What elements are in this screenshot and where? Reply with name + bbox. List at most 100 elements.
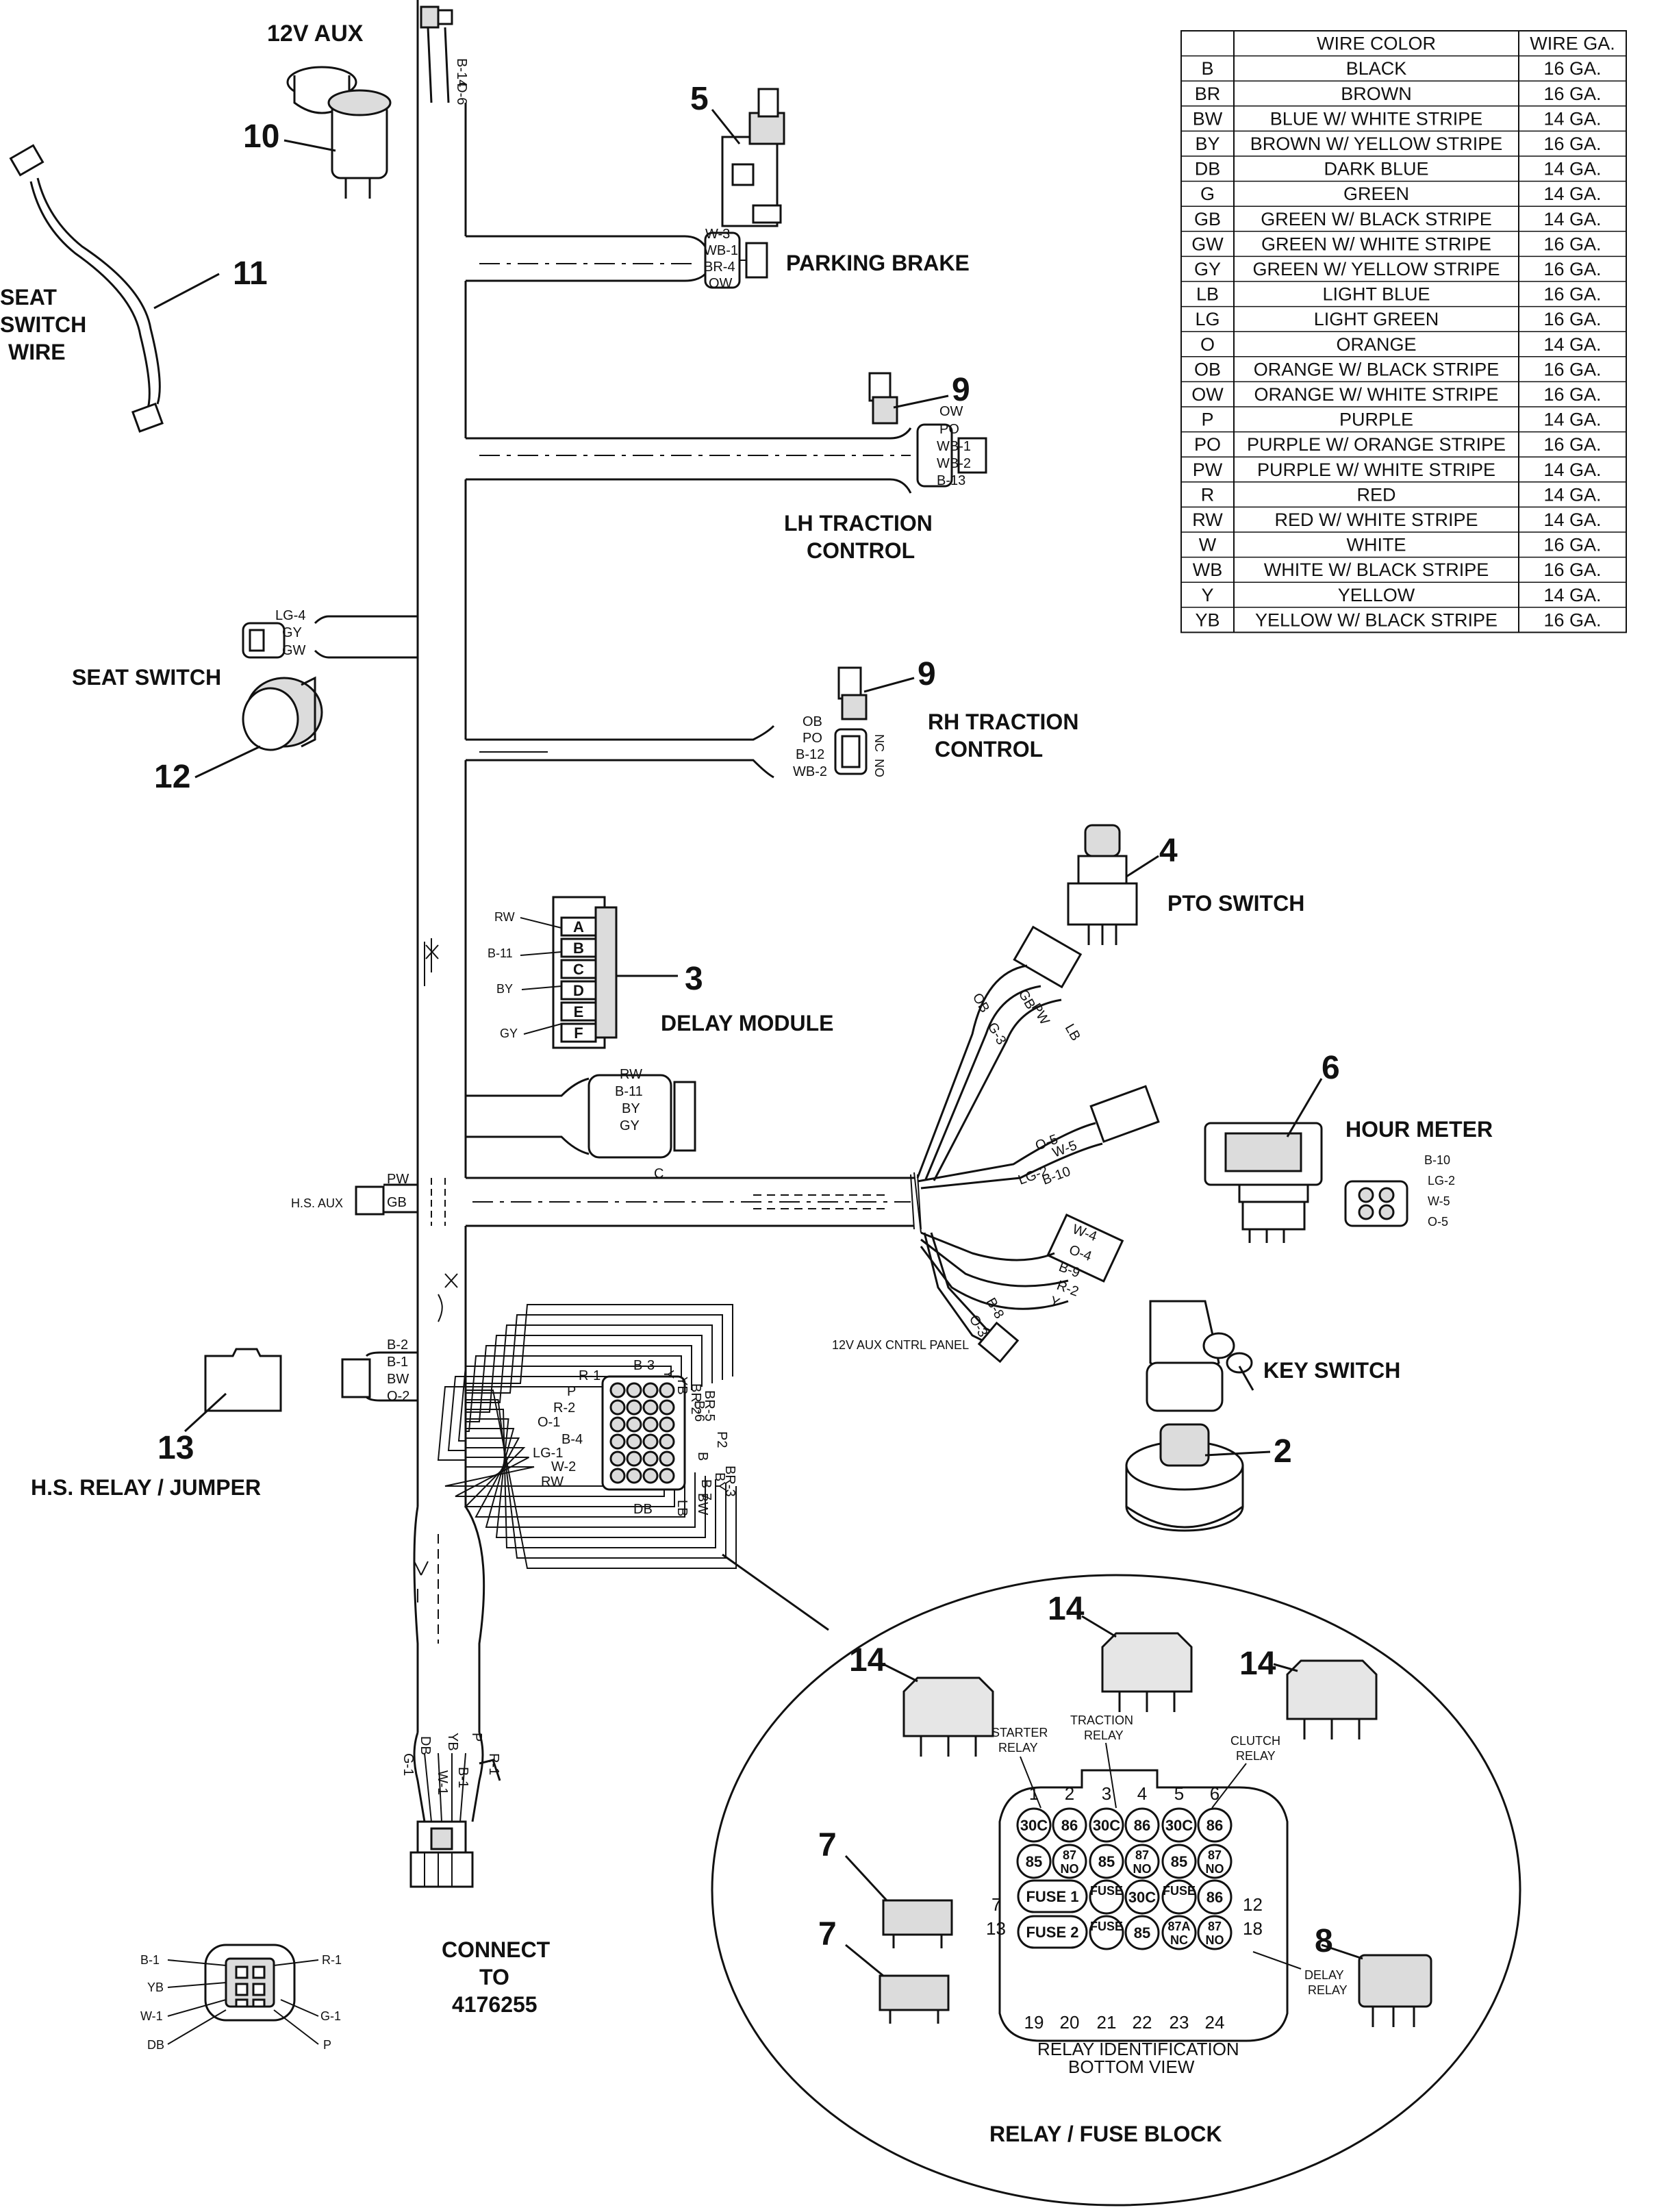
block-top-number: 4 bbox=[1137, 1783, 1147, 1804]
table-cell-gauge: 16 GA. bbox=[1543, 234, 1601, 254]
delay-pin-label: A bbox=[573, 918, 584, 935]
lh-wire-b13: B-13 bbox=[937, 473, 965, 488]
delay-pin bbox=[560, 959, 597, 979]
lh-traction-component: 9 OW PO WB-1 WB-2 B-13 LH TRACTION CONTR… bbox=[466, 372, 987, 563]
block-terminal-label: NO bbox=[1061, 1862, 1079, 1876]
block-terminal-label: FUSE bbox=[1090, 1884, 1123, 1898]
block-terminal-label: NO bbox=[1206, 1933, 1224, 1947]
plug-pin bbox=[642, 1450, 659, 1467]
bh-wire-b1: B-1 bbox=[455, 1767, 470, 1788]
hs-aux-wire-gb: GB bbox=[387, 1195, 407, 1210]
table-cell-color: GREEN bbox=[1343, 184, 1409, 204]
end-wire-db: DB bbox=[147, 2038, 164, 2052]
bh-wire-yb: YB bbox=[445, 1733, 460, 1751]
plug-pin bbox=[659, 1450, 675, 1467]
view-label-2: BOTTOM VIEW bbox=[1068, 2057, 1195, 2077]
relay-body bbox=[1286, 1659, 1378, 1720]
table-cell-gauge: 14 GA. bbox=[1543, 184, 1601, 204]
bh-wire-g1: G-1 bbox=[401, 1753, 416, 1776]
plug-top-wire: B-3 bbox=[633, 1358, 655, 1373]
rh-wire-po: PO bbox=[803, 731, 822, 746]
block-terminal bbox=[1124, 1844, 1160, 1879]
relay-number: 14 bbox=[1239, 1646, 1276, 1682]
pb-wire-ow: OW bbox=[709, 276, 733, 291]
aux-12v-number: 10 bbox=[243, 118, 279, 155]
block-terminal-label: 87 bbox=[1063, 1848, 1076, 1862]
table-cell-code: GB bbox=[1194, 209, 1221, 229]
plug-left-wire: P bbox=[567, 1384, 576, 1399]
table-cell-code: PW bbox=[1193, 460, 1223, 480]
block-terminal bbox=[1089, 1844, 1124, 1879]
table-cell-gauge: 16 GA. bbox=[1543, 134, 1601, 154]
plug-right-wire: BR-3 bbox=[722, 1466, 737, 1497]
key-switch-label: KEY SWITCH bbox=[1263, 1358, 1400, 1383]
table-cell-gauge: 16 GA. bbox=[1543, 535, 1601, 555]
lh-wire-po: PO bbox=[939, 422, 959, 437]
block-terminal bbox=[1161, 1879, 1197, 1915]
pto-wire-ob: OB bbox=[970, 991, 993, 1016]
block-top-number: 6 bbox=[1210, 1783, 1220, 1804]
pto-wire-lb: LB bbox=[1062, 1022, 1083, 1044]
block-terminal bbox=[1197, 1879, 1233, 1915]
table-cell-gauge: 14 GA. bbox=[1543, 585, 1601, 605]
seat-switch-component: LG-4 GY GW SEAT SWITCH 12 bbox=[72, 608, 418, 795]
table-cell-code: Y bbox=[1201, 585, 1213, 605]
plug-right-wire: B bbox=[695, 1452, 710, 1461]
main-plug-component: R-1PR-2O-1B-4LG-1W-2RWDBB-3YYBBR-2BR-5B-… bbox=[437, 1304, 829, 1631]
delay-harness-b11: B-11 bbox=[615, 1084, 643, 1099]
table-cell-code: OB bbox=[1194, 359, 1221, 379]
table-cell-color: ORANGE W/ BLACK STRIPE bbox=[1254, 359, 1500, 379]
block-terminal-label: 86 bbox=[1134, 1817, 1150, 1834]
table-cell-color: GREEN W/ YELLOW STRIPE bbox=[1252, 259, 1500, 279]
table-cell-gauge: 16 GA. bbox=[1543, 434, 1601, 455]
table-cell-color: WHITE W/ BLACK STRIPE bbox=[1264, 560, 1489, 580]
plug-right-wire: B-6 bbox=[692, 1400, 707, 1422]
hm-plug-lg2: LG-2 bbox=[1428, 1174, 1455, 1187]
seat-switch-wire-label-2: SWITCH bbox=[0, 312, 86, 337]
hm-plug-w5: W-5 bbox=[1428, 1194, 1450, 1208]
plug-pin bbox=[609, 1433, 626, 1450]
table-cell-gauge: 16 GA. bbox=[1543, 84, 1601, 104]
block-terminal-label: 85 bbox=[1098, 1853, 1115, 1870]
hour-meter-component: 6 HOUR METER O-5 W-5 LG-2 B-10 B-10 LG-2… bbox=[917, 1050, 1493, 1243]
delay-pin bbox=[560, 938, 597, 958]
table-cell-gauge: 14 GA. bbox=[1543, 510, 1601, 530]
delay-wire-gy: GY bbox=[500, 1027, 518, 1040]
seat-wire-gw: GW bbox=[282, 643, 306, 658]
table-cell-code: P bbox=[1201, 410, 1213, 430]
bottom-harness-component: G-1 DB W-1 YB B-1 P R-1 CONNECT TO 41762… bbox=[401, 1732, 551, 2017]
plug-pin bbox=[626, 1399, 642, 1416]
block-terminal-label: 30C bbox=[1020, 1817, 1048, 1834]
table-cell-color: BLACK bbox=[1346, 58, 1407, 79]
table-cell-gauge: 14 GA. bbox=[1543, 410, 1601, 430]
block-side-number: 12 bbox=[1243, 1894, 1263, 1915]
table-cell-color: BLUE W/ WHITE STRIPE bbox=[1270, 108, 1483, 129]
table-cell-color: LIGHT BLUE bbox=[1322, 284, 1430, 305]
plug-left-wire: B-4 bbox=[561, 1432, 583, 1447]
hs-relay-wire-b1: B-1 bbox=[387, 1355, 408, 1370]
table-cell-code: YB bbox=[1195, 609, 1220, 630]
block-terminal-label: 85 bbox=[1171, 1853, 1187, 1870]
block-top-number: 2 bbox=[1065, 1783, 1074, 1804]
hs-aux-wire-pw: PW bbox=[387, 1172, 409, 1187]
plug-left-wire: R-1 bbox=[579, 1368, 601, 1383]
aux-cntrl-label: 12V AUX CNTRL PANEL bbox=[832, 1338, 969, 1352]
delay-pin-c: C bbox=[654, 1166, 664, 1181]
block-terminal-label: 87A bbox=[1167, 1920, 1190, 1933]
table-cell-code: O bbox=[1200, 334, 1215, 355]
lh-wire-wb2: WB-2 bbox=[937, 456, 971, 471]
relay-number: 14 bbox=[1048, 1591, 1085, 1627]
rh-traction-label-2: CONTROL bbox=[935, 737, 1043, 762]
plug-left-wire: LG-1 bbox=[533, 1446, 563, 1461]
delay-relay-label-1: DELAY bbox=[1304, 1968, 1344, 1982]
end-connector-component: B-1 YB W-1 DB R-1 G-1 P bbox=[140, 1944, 342, 2052]
plug-pin bbox=[626, 1382, 642, 1398]
harness-branch-center: PW GB H.S. AUX bbox=[291, 1172, 922, 1233]
parking-brake-label: PARKING BRAKE bbox=[786, 251, 970, 275]
block-top-number: 5 bbox=[1174, 1783, 1184, 1804]
block-terminal-label: FUSE bbox=[1090, 1920, 1123, 1933]
delay-pin-label: C bbox=[573, 961, 584, 978]
block-terminal bbox=[1161, 1915, 1197, 1950]
